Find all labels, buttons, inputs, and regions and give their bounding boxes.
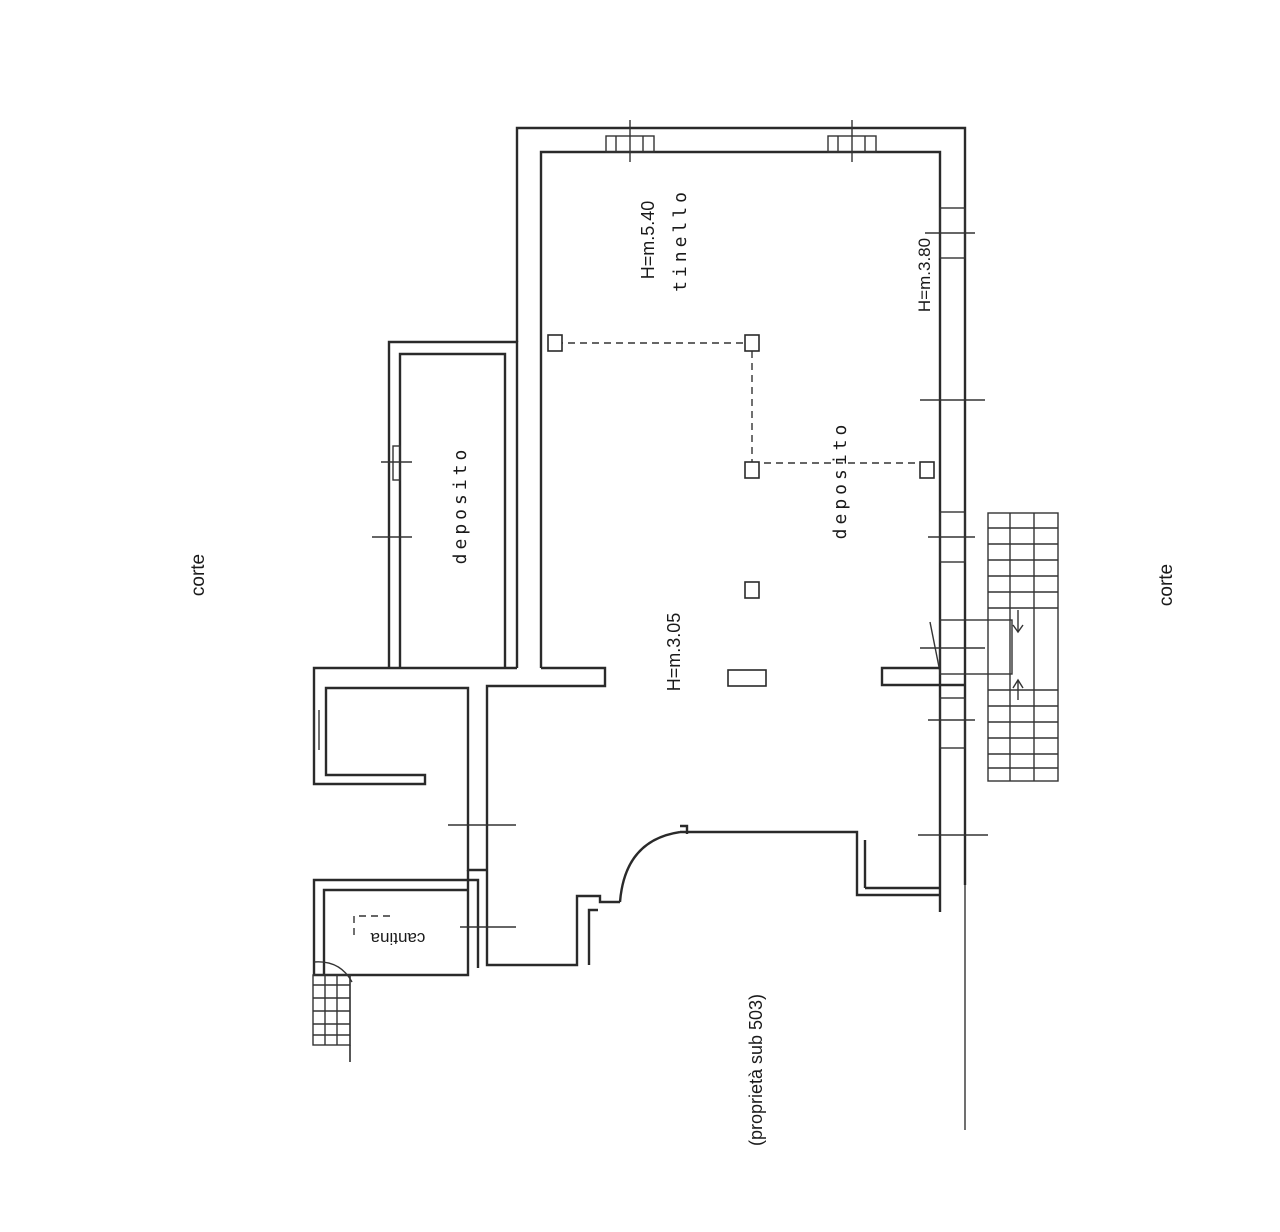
court-right-label: corte: [1156, 564, 1177, 606]
right-partition: [880, 666, 965, 687]
court-left-label: corte: [188, 554, 209, 596]
pillars: [547, 334, 935, 687]
dashed-partition: [556, 342, 927, 468]
hall-lower-walls: [466, 824, 942, 967]
storage-small-label: deposito: [450, 446, 471, 565]
storage-main-label: deposito: [830, 421, 851, 540]
stairs-left: [312, 974, 351, 1062]
windows: [372, 120, 988, 928]
boundary-lines: [349, 885, 966, 1130]
height-dining-label: H=m.5.40: [638, 201, 658, 280]
cellar-room: [312, 870, 480, 983]
height-side-label: H=m.3.80: [915, 238, 934, 312]
dining-label: tinello: [670, 188, 691, 292]
cellar-label: cantina: [370, 929, 425, 948]
left-annex: [312, 666, 470, 842]
stairs-right: [929, 512, 1059, 782]
property-note-label: (proprietà sub 503): [746, 994, 766, 1146]
height-main-label: H=m.3.05: [664, 613, 684, 692]
